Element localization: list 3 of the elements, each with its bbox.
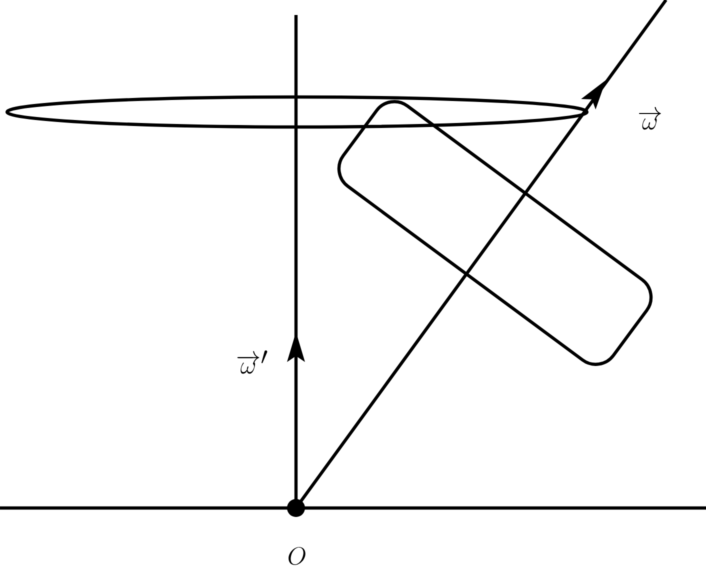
point-label: $O$ bbox=[288, 547, 306, 565]
vector-label: $\overrightarrow{\omega}$ bbox=[638, 107, 661, 130]
vector-label: $\overrightarrow{\omega}'$ bbox=[237, 350, 268, 374]
